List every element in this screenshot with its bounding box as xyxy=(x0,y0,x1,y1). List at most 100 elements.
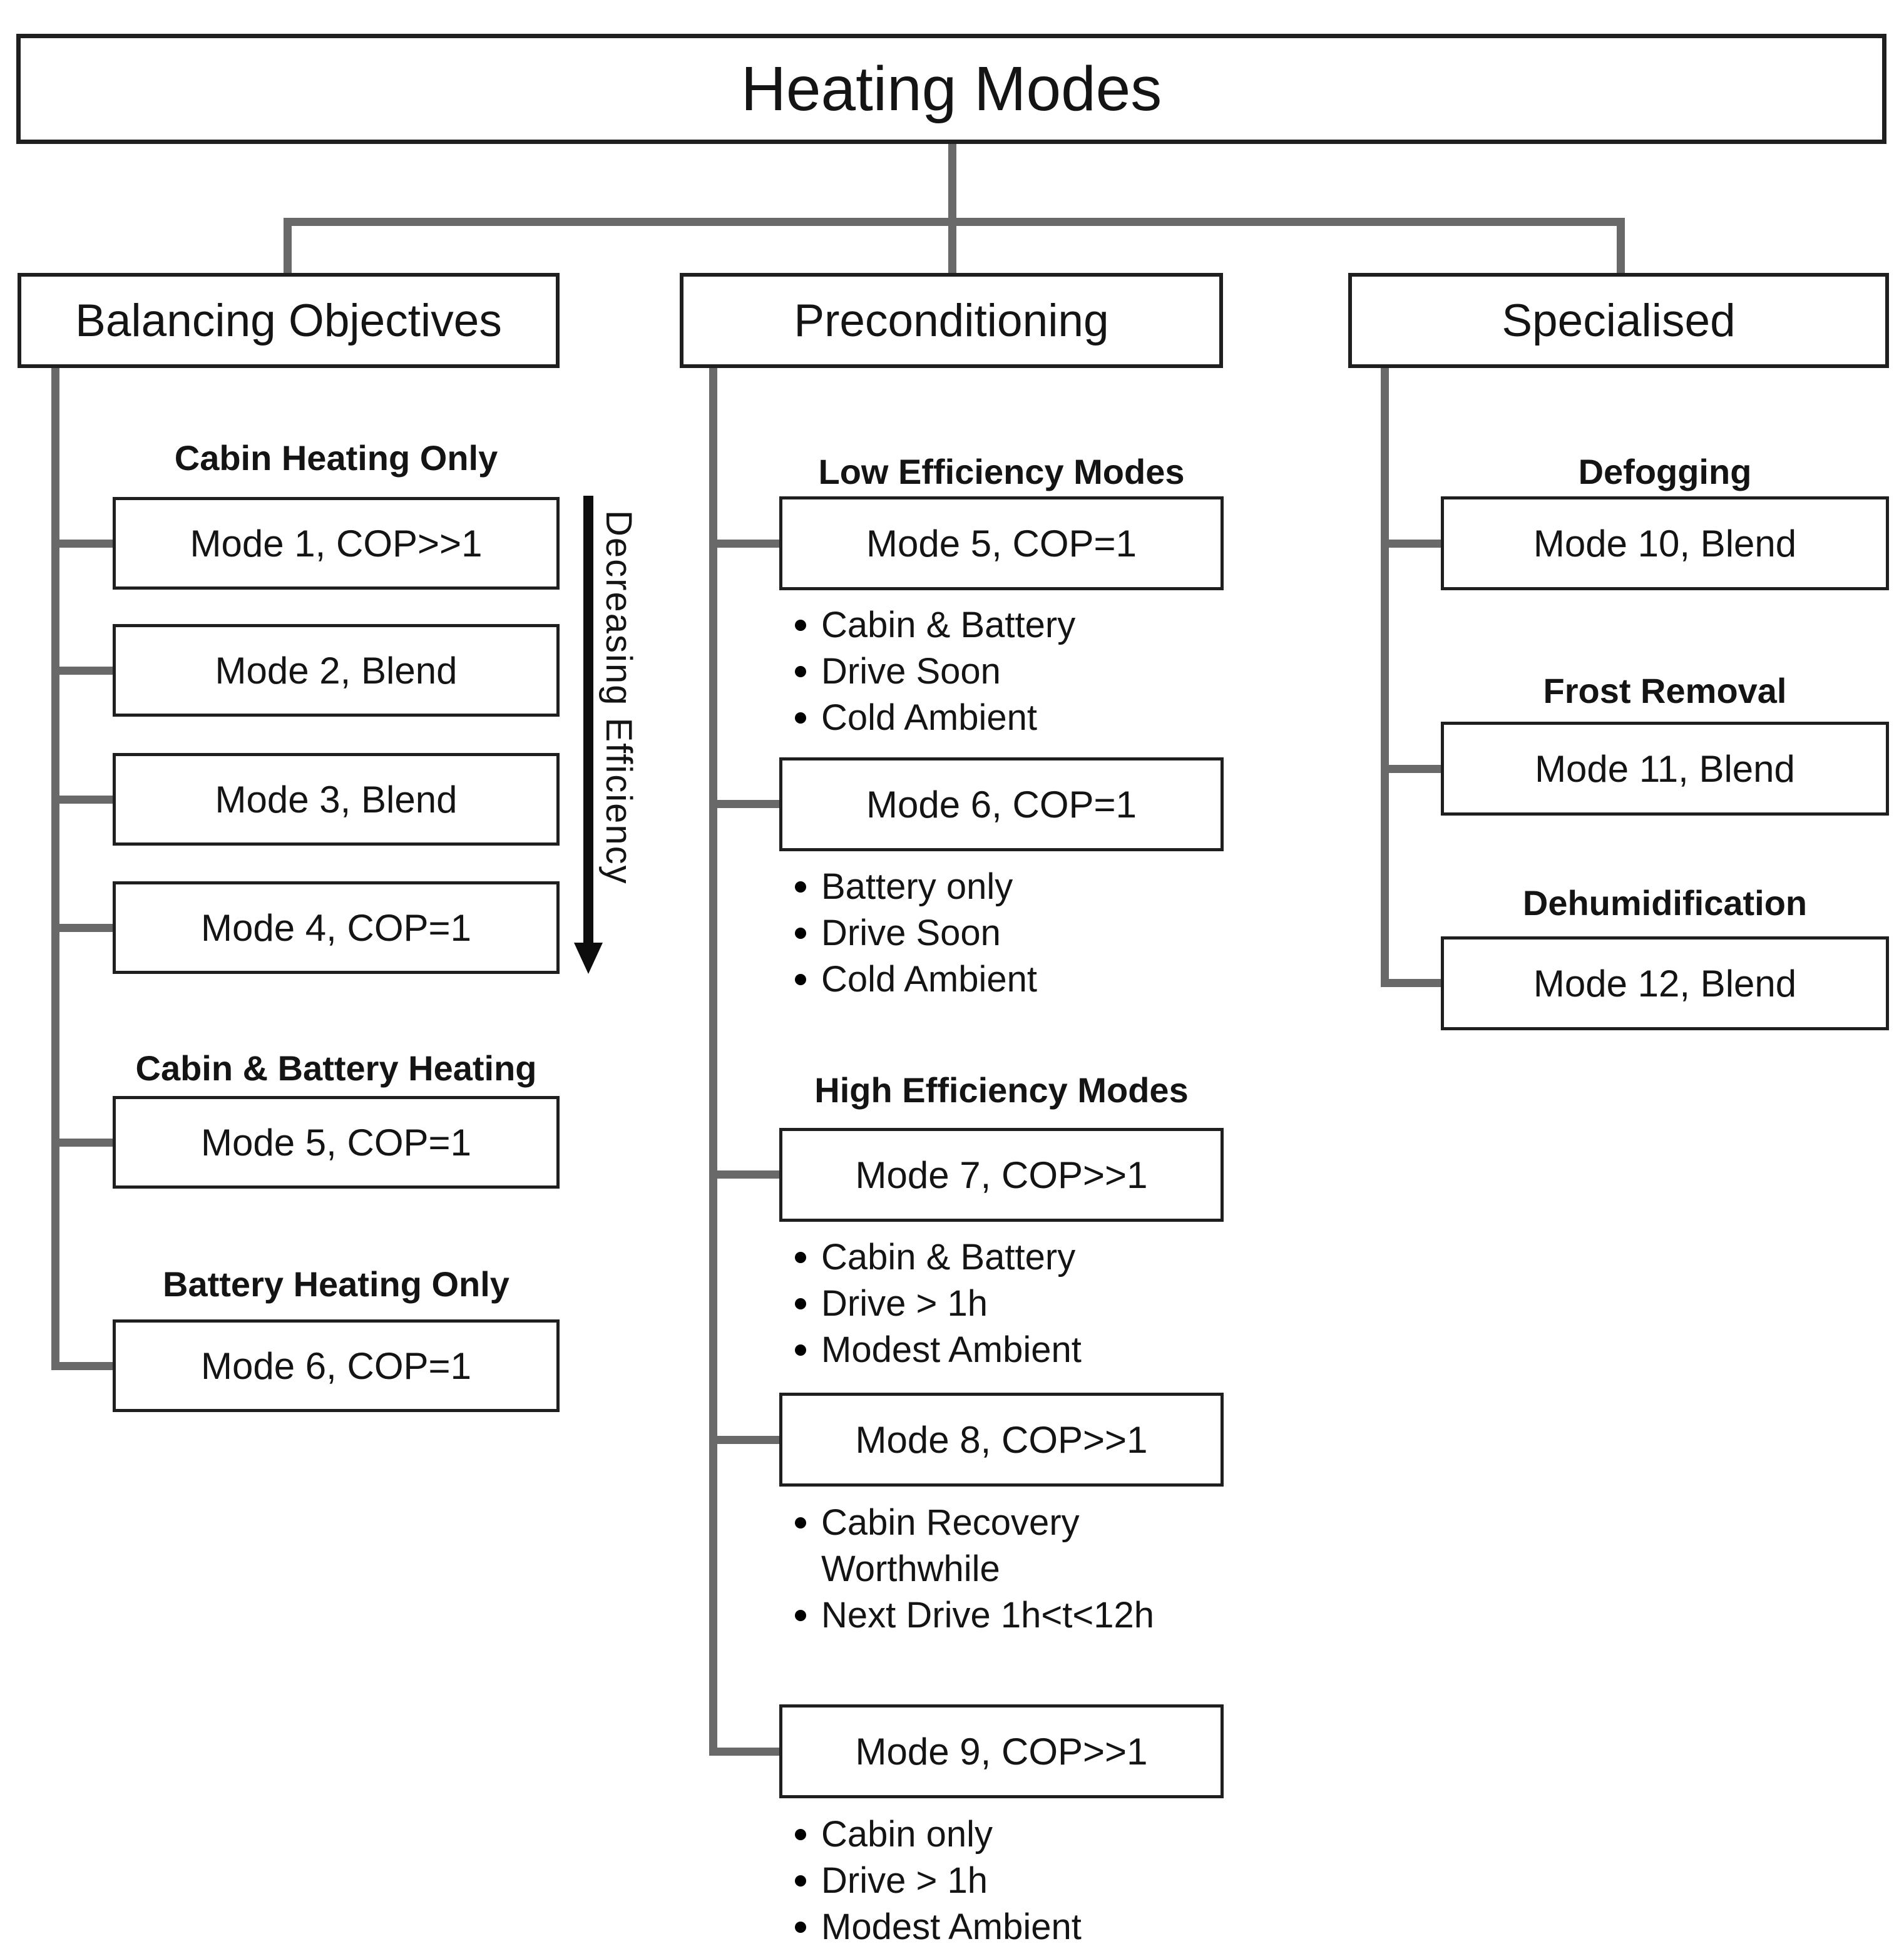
mode-box-label: Mode 5, COP=1 xyxy=(201,1121,471,1164)
bullet-item: Modest Ambient xyxy=(794,1904,1200,1950)
mode-box-label: Mode 5, COP=1 xyxy=(866,522,1137,565)
bullet-text: Drive > 1h xyxy=(821,1283,988,1324)
bullet-dot xyxy=(795,1344,806,1356)
mode-box-10: Mode 10, Blend xyxy=(1441,496,1889,590)
bullet-dot xyxy=(795,712,806,724)
bullet-item: Cabin Recovery Worthwhile xyxy=(794,1500,1194,1592)
column-header-balancing-objectives: Balancing Objectives xyxy=(18,273,560,368)
bullet-list-mode-9: Cabin only Drive > 1h Modest Ambient xyxy=(794,1811,1200,1950)
bullet-text: Cold Ambient xyxy=(821,697,1037,738)
bullet-text: Cabin Recovery Worthwhile xyxy=(821,1502,1080,1589)
connector-stub xyxy=(1381,540,1441,548)
connector-stub xyxy=(51,1139,113,1147)
bullet-text: Drive Soon xyxy=(821,913,1001,953)
connector-stub xyxy=(1381,979,1441,987)
bullet-dot xyxy=(795,620,806,631)
bullet-list-mode-7: Cabin & Battery Drive > 1h Modest Ambien… xyxy=(794,1234,1200,1373)
bullet-item: Cold Ambient xyxy=(794,956,1200,1003)
bullet-dot xyxy=(795,881,806,893)
mode-box-label: Mode 7, COP>>1 xyxy=(855,1154,1148,1196)
connector-stub xyxy=(1381,765,1441,773)
connector-stub xyxy=(709,540,779,548)
bullet-item: Cabin & Battery xyxy=(794,602,1200,648)
bullet-item: Drive Soon xyxy=(794,910,1200,956)
bullet-text: Drive Soon xyxy=(821,651,1001,692)
mode-box-label: Mode 2, Blend xyxy=(215,649,458,692)
mode-box-label: Mode 1, COP>>1 xyxy=(190,522,483,565)
connector-top-bar xyxy=(284,218,1625,226)
connector-trunk-middle xyxy=(709,368,717,1756)
bullet-item: Modest Ambient xyxy=(794,1327,1200,1373)
connector-stub xyxy=(709,1170,779,1179)
connector-trunk-left xyxy=(51,368,59,1370)
mode-box-5-middle: Mode 5, COP=1 xyxy=(779,496,1224,590)
connector-trunk-right xyxy=(1381,368,1389,987)
mode-box-9: Mode 9, COP>>1 xyxy=(779,1704,1224,1798)
page-title: Heating Modes xyxy=(740,53,1162,124)
decreasing-efficiency-arrowhead-icon xyxy=(574,943,603,974)
bullet-text: Cabin & Battery xyxy=(821,1237,1076,1278)
bullet-list-mode-5: Cabin & Battery Drive Soon Cold Ambient xyxy=(794,602,1200,741)
decreasing-efficiency-label: Decreasing Efficiency xyxy=(598,510,639,885)
bullet-dot xyxy=(795,1517,806,1528)
connector-stub xyxy=(51,796,113,804)
bullet-list-mode-8: Cabin Recovery Worthwhile Next Drive 1h<… xyxy=(794,1500,1194,1639)
mode-box-12: Mode 12, Blend xyxy=(1441,936,1889,1030)
mode-box-label: Mode 6, COP=1 xyxy=(866,783,1137,826)
section-label-dehumidification: Dehumidification xyxy=(1522,883,1808,923)
mode-box-label: Mode 12, Blend xyxy=(1533,962,1797,1005)
mode-box-label: Mode 6, COP=1 xyxy=(201,1344,471,1387)
bullet-dot xyxy=(795,1875,806,1887)
column-header-specialised: Specialised xyxy=(1348,273,1889,368)
bullet-dot xyxy=(795,1922,806,1933)
bullet-text: Cabin & Battery xyxy=(821,605,1076,645)
decreasing-efficiency-arrow-shaft xyxy=(583,496,593,944)
bullet-dot xyxy=(795,928,806,939)
bullet-item: Cold Ambient xyxy=(794,695,1200,741)
mode-box-label: Mode 4, COP=1 xyxy=(201,906,471,949)
bullet-list-mode-6: Battery only Drive Soon Cold Ambient xyxy=(794,864,1200,1003)
mode-box-7: Mode 7, COP>>1 xyxy=(779,1128,1224,1222)
mode-box-1: Mode 1, COP>>1 xyxy=(113,497,560,590)
mode-box-label: Mode 8, COP>>1 xyxy=(855,1418,1148,1461)
bullet-item: Next Drive 1h<t<12h xyxy=(794,1592,1194,1639)
section-label-frost-removal: Frost Removal xyxy=(1543,671,1787,710)
column-header-label: Specialised xyxy=(1502,295,1736,346)
mode-box-6-left: Mode 6, COP=1 xyxy=(113,1319,560,1412)
section-label-battery-heating-only: Battery Heating Only xyxy=(163,1264,509,1304)
mode-box-label: Mode 11, Blend xyxy=(1535,747,1795,790)
mode-box-label: Mode 9, COP>>1 xyxy=(855,1730,1148,1773)
bullet-text: Modest Ambient xyxy=(821,1329,1082,1370)
bullet-text: Next Drive 1h<t<12h xyxy=(821,1595,1154,1636)
bullet-dot xyxy=(795,974,806,985)
mode-box-4: Mode 4, COP=1 xyxy=(113,881,560,974)
bullet-text: Cabin only xyxy=(821,1814,993,1855)
connector-stub xyxy=(709,1748,779,1756)
bullet-dot xyxy=(795,1829,806,1840)
section-label-defogging: Defogging xyxy=(1578,452,1752,491)
connector-drop-right xyxy=(1617,218,1625,275)
connector-title-drop xyxy=(948,144,956,275)
mode-box-11: Mode 11, Blend xyxy=(1441,722,1889,816)
bullet-item: Drive > 1h xyxy=(794,1281,1200,1327)
connector-stub xyxy=(51,540,113,548)
title-box: Heating Modes xyxy=(16,34,1886,144)
connector-stub xyxy=(709,1436,779,1444)
bullet-item: Drive Soon xyxy=(794,648,1200,695)
connector-stub xyxy=(51,924,113,932)
mode-box-label: Mode 10, Blend xyxy=(1533,522,1797,565)
bullet-item: Battery only xyxy=(794,864,1200,910)
mode-box-label: Mode 3, Blend xyxy=(215,778,458,821)
section-label-high-efficiency-modes: High Efficiency Modes xyxy=(814,1070,1189,1110)
section-label-cabin-heating-only: Cabin Heating Only xyxy=(174,438,498,478)
mode-box-2: Mode 2, Blend xyxy=(113,624,560,717)
bullet-dot xyxy=(795,1298,806,1309)
bullet-dot xyxy=(795,666,806,677)
section-label-cabin-battery-heating: Cabin & Battery Heating xyxy=(135,1048,537,1088)
bullet-text: Cold Ambient xyxy=(821,959,1037,1000)
bullet-text: Modest Ambient xyxy=(821,1907,1082,1947)
connector-stub xyxy=(51,667,113,675)
bullet-dot xyxy=(795,1610,806,1621)
bullet-item: Drive > 1h xyxy=(794,1858,1200,1904)
